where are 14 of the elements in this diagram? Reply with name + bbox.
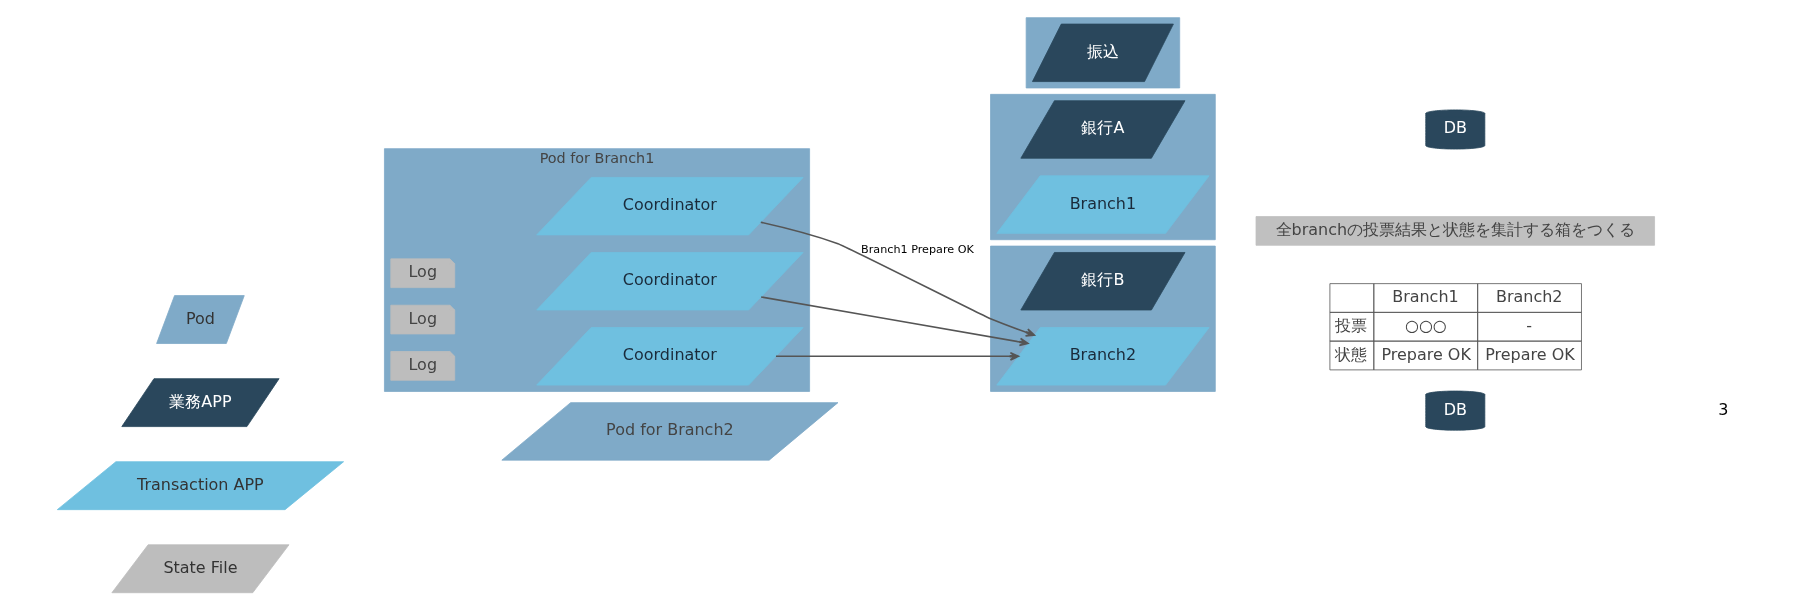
label: Branch2 bbox=[1495, 287, 1563, 306]
edge-label: Branch1 Prepare OK bbox=[860, 242, 974, 256]
legend-label: Pod bbox=[185, 308, 215, 328]
legend-label: State File bbox=[162, 557, 237, 577]
label: 投票 bbox=[1334, 315, 1367, 335]
label: 3 bbox=[1717, 399, 1728, 419]
legend-label: Transaction APP bbox=[136, 474, 264, 494]
label: ○○○ bbox=[1404, 315, 1447, 335]
label: Prepare OK bbox=[1380, 344, 1471, 364]
label: - bbox=[1525, 315, 1532, 335]
label: 状態 bbox=[1334, 344, 1367, 364]
label: Branch1 bbox=[1391, 287, 1459, 306]
label: Prepare OK bbox=[1484, 344, 1575, 364]
legend-label: 業務APP bbox=[168, 391, 232, 411]
